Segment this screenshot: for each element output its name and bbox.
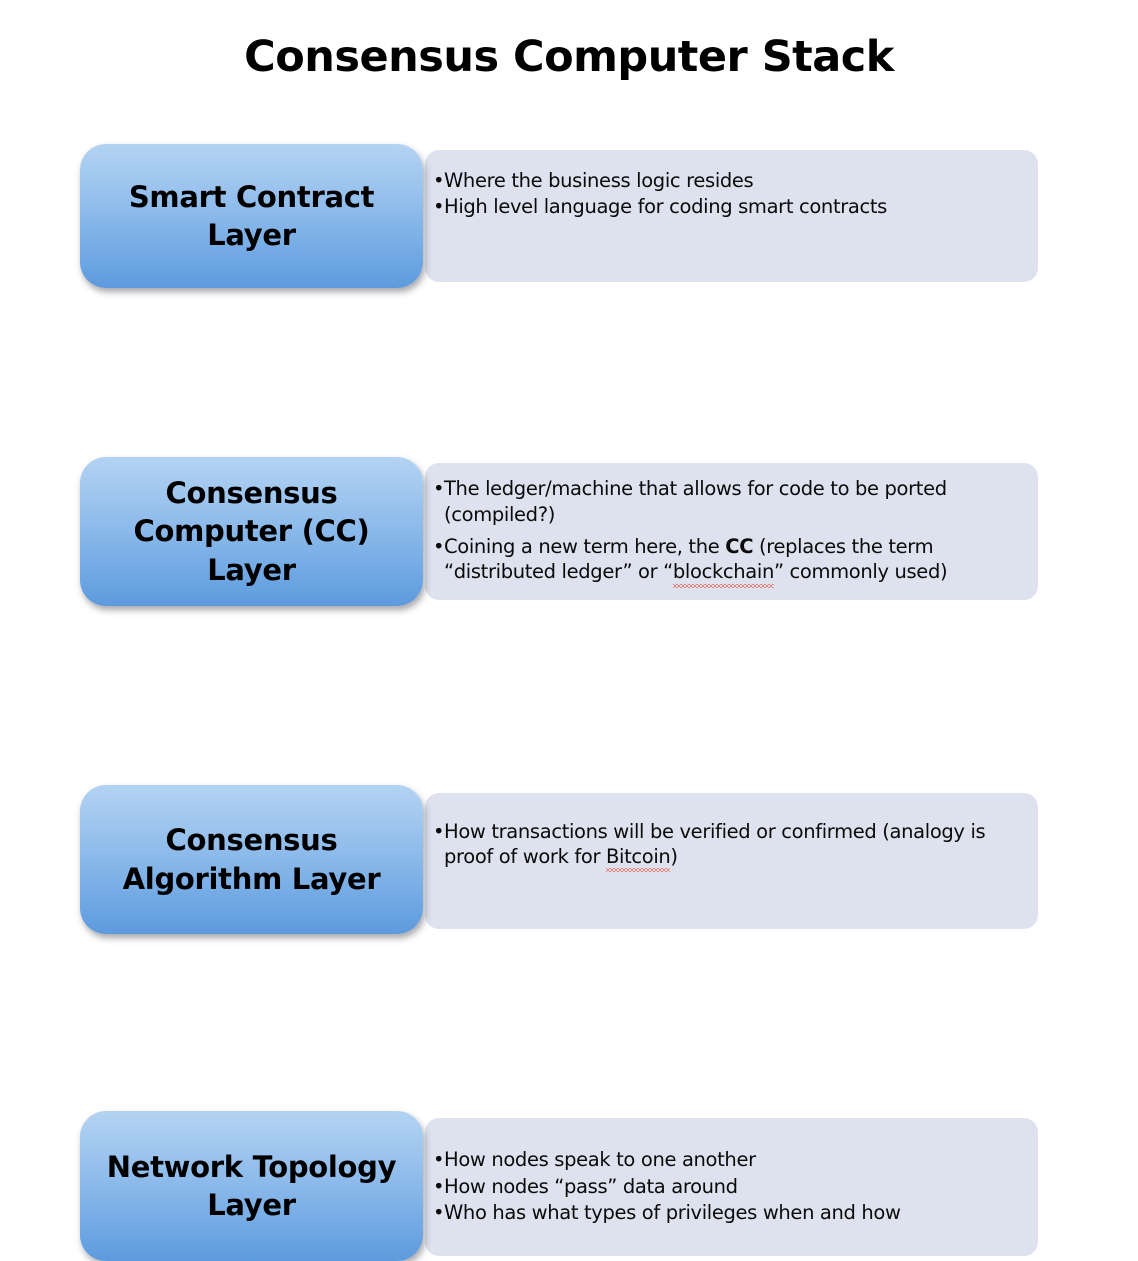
list-item: How nodes “pass” data around bbox=[433, 1174, 1026, 1200]
bullet-list: Where the business logic resides High le… bbox=[433, 168, 1026, 220]
bullets-wrap: How transactions will be verified or con… bbox=[433, 819, 1026, 904]
bullets-wrap: How nodes speak to one another How nodes… bbox=[433, 1147, 1026, 1226]
page-title: Consensus Computer Stack bbox=[244, 32, 894, 82]
bullets-wrap: Where the business logic resides High le… bbox=[433, 168, 1026, 265]
bullet-text: Where the business logic resides bbox=[444, 168, 754, 192]
list-item: Who has what types of privileges when an… bbox=[433, 1200, 1026, 1226]
list-item: Where the business logic resides bbox=[433, 168, 1026, 194]
stack-row-consensus-computer: The ledger/machine that allows for code … bbox=[0, 293, 1138, 606]
list-item: Coining a new term here, the CC (replace… bbox=[433, 534, 1026, 589]
layer-title: Consensus Algorithm Layer bbox=[122, 823, 381, 896]
stack-row-consensus-algorithm: How transactions will be verified or con… bbox=[0, 458, 1138, 934]
bullet-text: How nodes “pass” data around bbox=[444, 1174, 738, 1198]
bullets-wrap: The ledger/machine that allows for code … bbox=[433, 476, 1026, 589]
list-item: How transactions will be verified or con… bbox=[433, 819, 1026, 873]
list-item: The ledger/machine that allows for code … bbox=[433, 476, 1026, 527]
description-panel-consensus-algorithm: How transactions will be verified or con… bbox=[425, 793, 1038, 929]
bullet-text: High level language for coding smart con… bbox=[444, 195, 887, 218]
misspelled-word-blockchain: blockchain bbox=[672, 559, 774, 589]
layer-title: Consensus Computer (CC) Layer bbox=[133, 476, 370, 587]
description-panel-network-topology: How nodes speak to one another How nodes… bbox=[425, 1118, 1038, 1256]
bullet-text: Who has what types of privileges when an… bbox=[444, 1201, 901, 1225]
bullet-text: Coining a new term here, the CC (replace… bbox=[444, 535, 948, 589]
description-panel-smart-contract: Where the business logic resides High le… bbox=[425, 150, 1038, 282]
stack-row-smart-contract: Where the business logic resides High le… bbox=[0, 138, 1138, 293]
layer-box-consensus-algorithm[interactable]: Consensus Algorithm Layer bbox=[80, 785, 423, 934]
bullet-list: How nodes speak to one another How nodes… bbox=[433, 1147, 1026, 1225]
layer-title: Network Topology Layer bbox=[106, 1149, 397, 1222]
description-panel-consensus-computer: The ledger/machine that allows for code … bbox=[425, 463, 1038, 600]
bullet-text: The ledger/machine that allows for code … bbox=[444, 477, 947, 526]
layer-title: Smart Contract Layer bbox=[128, 179, 375, 252]
layer-box-smart-contract[interactable]: Smart Contract Layer bbox=[80, 144, 423, 288]
layer-box-consensus-computer[interactable]: Consensus Computer (CC) Layer bbox=[80, 457, 423, 606]
bullet-text: How nodes speak to one another bbox=[444, 1148, 756, 1172]
bullet-text: How transactions will be verified or con… bbox=[444, 820, 986, 873]
slide-canvas: Consensus Computer Stack Where the busin… bbox=[0, 0, 1138, 848]
bullet-list: The ledger/machine that allows for code … bbox=[433, 476, 1026, 589]
layer-stack: Where the business logic resides High le… bbox=[0, 138, 1138, 1261]
layer-box-network-topology[interactable]: Network Topology Layer bbox=[80, 1111, 423, 1261]
bullet-list: How transactions will be verified or con… bbox=[433, 819, 1026, 873]
bold-term-cc: CC bbox=[725, 535, 754, 558]
list-item: High level language for coding smart con… bbox=[433, 194, 1026, 220]
list-item: How nodes speak to one another bbox=[433, 1147, 1026, 1173]
stack-row-network-topology: How nodes speak to one another How nodes… bbox=[0, 621, 1138, 1261]
